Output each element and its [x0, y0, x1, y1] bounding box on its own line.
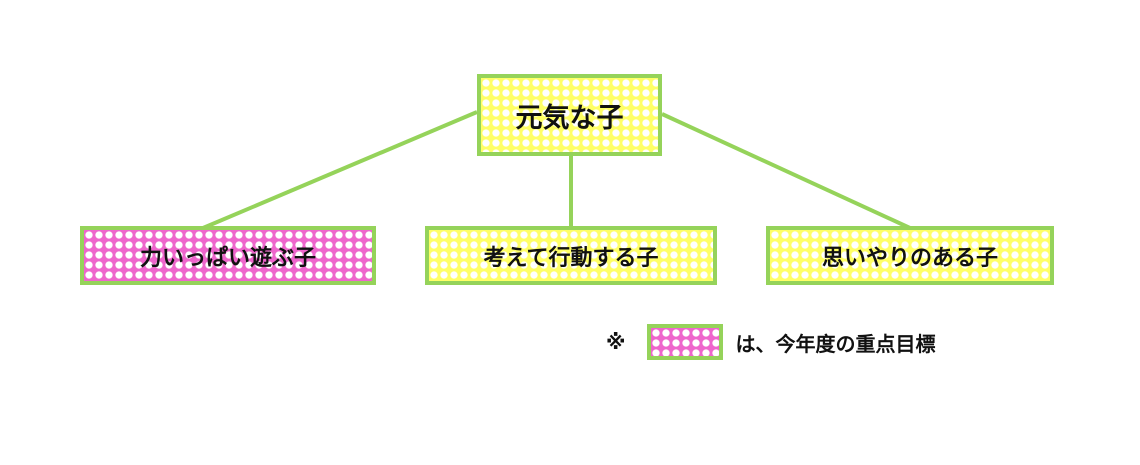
connector-root-to-c — [661, 112, 911, 230]
legend-note-mark: ※ — [606, 330, 626, 354]
node-child-caring-label: 思いやりのある子 — [821, 245, 998, 271]
legend-swatch — [647, 324, 724, 360]
node-child-think-label: 考えて行動する子 — [483, 245, 659, 271]
legend: ※ は、今年度の重点目標 — [606, 322, 935, 362]
node-root: 元気な子 — [477, 74, 662, 156]
legend-text: は、今年度の重点目標 — [735, 331, 936, 356]
node-root-label: 元気な子 — [515, 102, 624, 134]
node-child-play: 力いっぱい遊ぶ子 — [80, 226, 376, 285]
node-child-caring: 思いやりのある子 — [766, 226, 1054, 285]
node-child-think: 考えて行動する子 — [425, 226, 717, 285]
connector-root-to-a — [202, 110, 478, 230]
node-child-play-label: 力いっぱい遊ぶ子 — [139, 245, 316, 271]
